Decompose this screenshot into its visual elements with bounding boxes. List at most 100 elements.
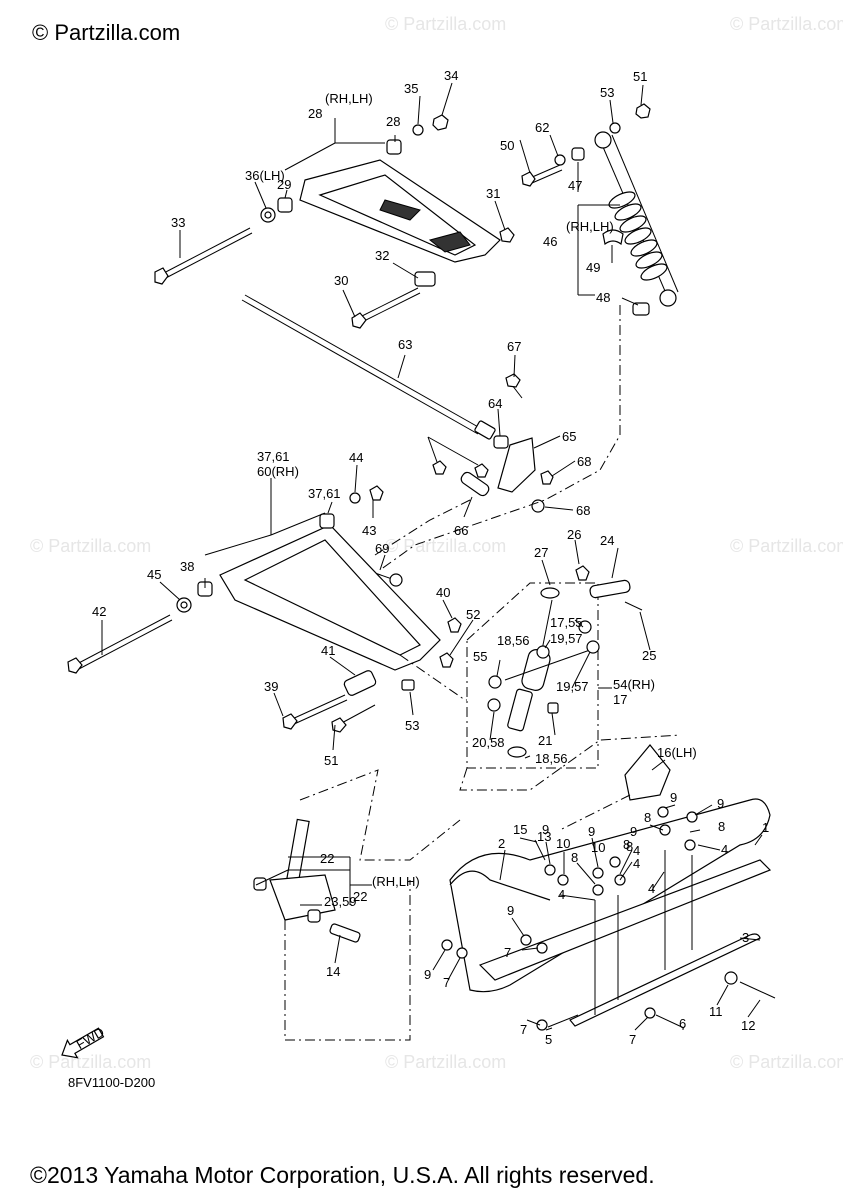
- pin-14: [534, 839, 546, 861]
- nut-69: [432, 460, 447, 475]
- callout-label: 9: [717, 796, 724, 811]
- callout-label: 54(RH): [613, 677, 655, 692]
- watermarks: © Partzilla.com © Partzilla.com © Partzi…: [30, 14, 843, 1072]
- nut-25: [575, 565, 590, 581]
- callout-label: 67: [507, 339, 521, 354]
- callout-label: 53: [600, 85, 614, 100]
- callout-label: 8: [626, 839, 633, 854]
- callout-label: 17: [613, 692, 627, 707]
- ski-group: [441, 744, 776, 1031]
- callout-label: 2: [498, 836, 505, 851]
- callout-label: (RH,LH): [325, 91, 373, 106]
- nut-33: [432, 114, 449, 131]
- washer-10: [724, 971, 738, 985]
- nut-39: [447, 617, 462, 633]
- shaft-62: [241, 299, 479, 435]
- bolt-66-head: [505, 373, 521, 388]
- bolt-41: [76, 619, 173, 671]
- lower-arm-group: [67, 485, 462, 733]
- callout-label: 8: [571, 850, 578, 865]
- callout-label: 55: [473, 649, 487, 664]
- knuckle-axle: [504, 649, 591, 681]
- collar-31: [414, 271, 436, 287]
- callout-label: 29: [277, 177, 291, 192]
- leader-lines: [101, 82, 763, 1031]
- knuckle-group: [487, 565, 643, 758]
- nut-67: [540, 470, 554, 485]
- washer-44-hole: [180, 601, 188, 609]
- shaft-62: [244, 294, 481, 429]
- nut-9: [657, 806, 669, 818]
- washer-4: [684, 839, 696, 851]
- callout-label: 28: [308, 106, 322, 121]
- washer-7: [536, 1019, 548, 1031]
- bushing-28: [277, 197, 293, 213]
- callout-label: 43: [362, 523, 376, 538]
- callout-label: 30: [334, 273, 348, 288]
- callout-label: 4: [721, 842, 728, 857]
- callout-label: 60(RH): [257, 464, 299, 479]
- callout-label: 68: [577, 454, 591, 469]
- spindle-group: [253, 818, 361, 943]
- bolt-32: [159, 227, 251, 276]
- upper-arm-plate: [379, 199, 421, 221]
- bolt-49-head: [521, 171, 536, 187]
- bushing-18: [536, 645, 550, 659]
- callout-label: 26: [567, 527, 581, 542]
- callout-label: 22: [320, 851, 334, 866]
- copyright-notice: ©2013 Yamaha Motor Corporation, U.S.A. A…: [30, 1162, 655, 1188]
- bolt-50: [337, 704, 376, 726]
- nut-9: [592, 867, 604, 879]
- callout-label: 48: [596, 290, 610, 305]
- upper-arm-group: [154, 114, 515, 329]
- washer-7: [536, 942, 548, 954]
- callout-label: 33: [171, 215, 185, 230]
- callout-label: 7: [504, 945, 511, 960]
- callout-label: 9: [542, 822, 549, 837]
- callout-label: 46: [543, 234, 557, 249]
- callout-label: 13: [537, 829, 551, 844]
- callout-label: 39: [264, 679, 278, 694]
- upper-arm-plate: [428, 231, 471, 253]
- watermark: © Partzilla.com: [730, 14, 843, 34]
- callout-label: 51: [633, 69, 647, 84]
- watermark: © Partzilla.com: [385, 536, 506, 556]
- bolt-6: [655, 1014, 685, 1029]
- callout-label: 4: [633, 843, 640, 858]
- nut-42: [369, 485, 384, 501]
- shaft-62-group: [241, 294, 496, 440]
- bolt-11: [739, 981, 776, 999]
- bolt-32-head: [154, 267, 169, 285]
- washer-8: [659, 824, 671, 836]
- callout-label: 12: [741, 1018, 755, 1033]
- collar-47: [632, 302, 650, 316]
- watermark: © Partzilla.com: [730, 1052, 843, 1072]
- callout-label: 17,55: [550, 615, 583, 630]
- callout-label: 36(LH): [245, 168, 285, 183]
- bolt-50-head: [331, 717, 347, 733]
- callout-label: (RH,LH): [372, 874, 420, 889]
- callout-label: 37,61: [308, 486, 341, 501]
- callout-label: 22: [353, 889, 367, 904]
- callout-label: 5: [545, 1032, 552, 1047]
- bushing-22: [307, 909, 321, 923]
- callout-label: 68: [576, 503, 590, 518]
- callout-label: 9: [630, 824, 637, 839]
- watermark: © Partzilla.com: [730, 536, 843, 556]
- callout-label: 7: [520, 1022, 527, 1037]
- collar-40: [343, 670, 377, 696]
- callout-label: 3: [742, 930, 749, 945]
- callout-label: 18,56: [535, 751, 568, 766]
- callout-label: 1: [762, 820, 769, 835]
- bushing-37: [319, 513, 335, 529]
- callout-label: 49: [586, 260, 600, 275]
- washer-7: [644, 1007, 656, 1019]
- callout-label: 38: [180, 559, 194, 574]
- shock-spring: [608, 191, 668, 281]
- bolt-29: [357, 287, 419, 319]
- bushing-17: [578, 620, 592, 634]
- nut-12: [544, 864, 556, 876]
- nut-10: [557, 874, 569, 886]
- callout-label: 51: [324, 753, 338, 768]
- callout-label: 7: [443, 975, 450, 990]
